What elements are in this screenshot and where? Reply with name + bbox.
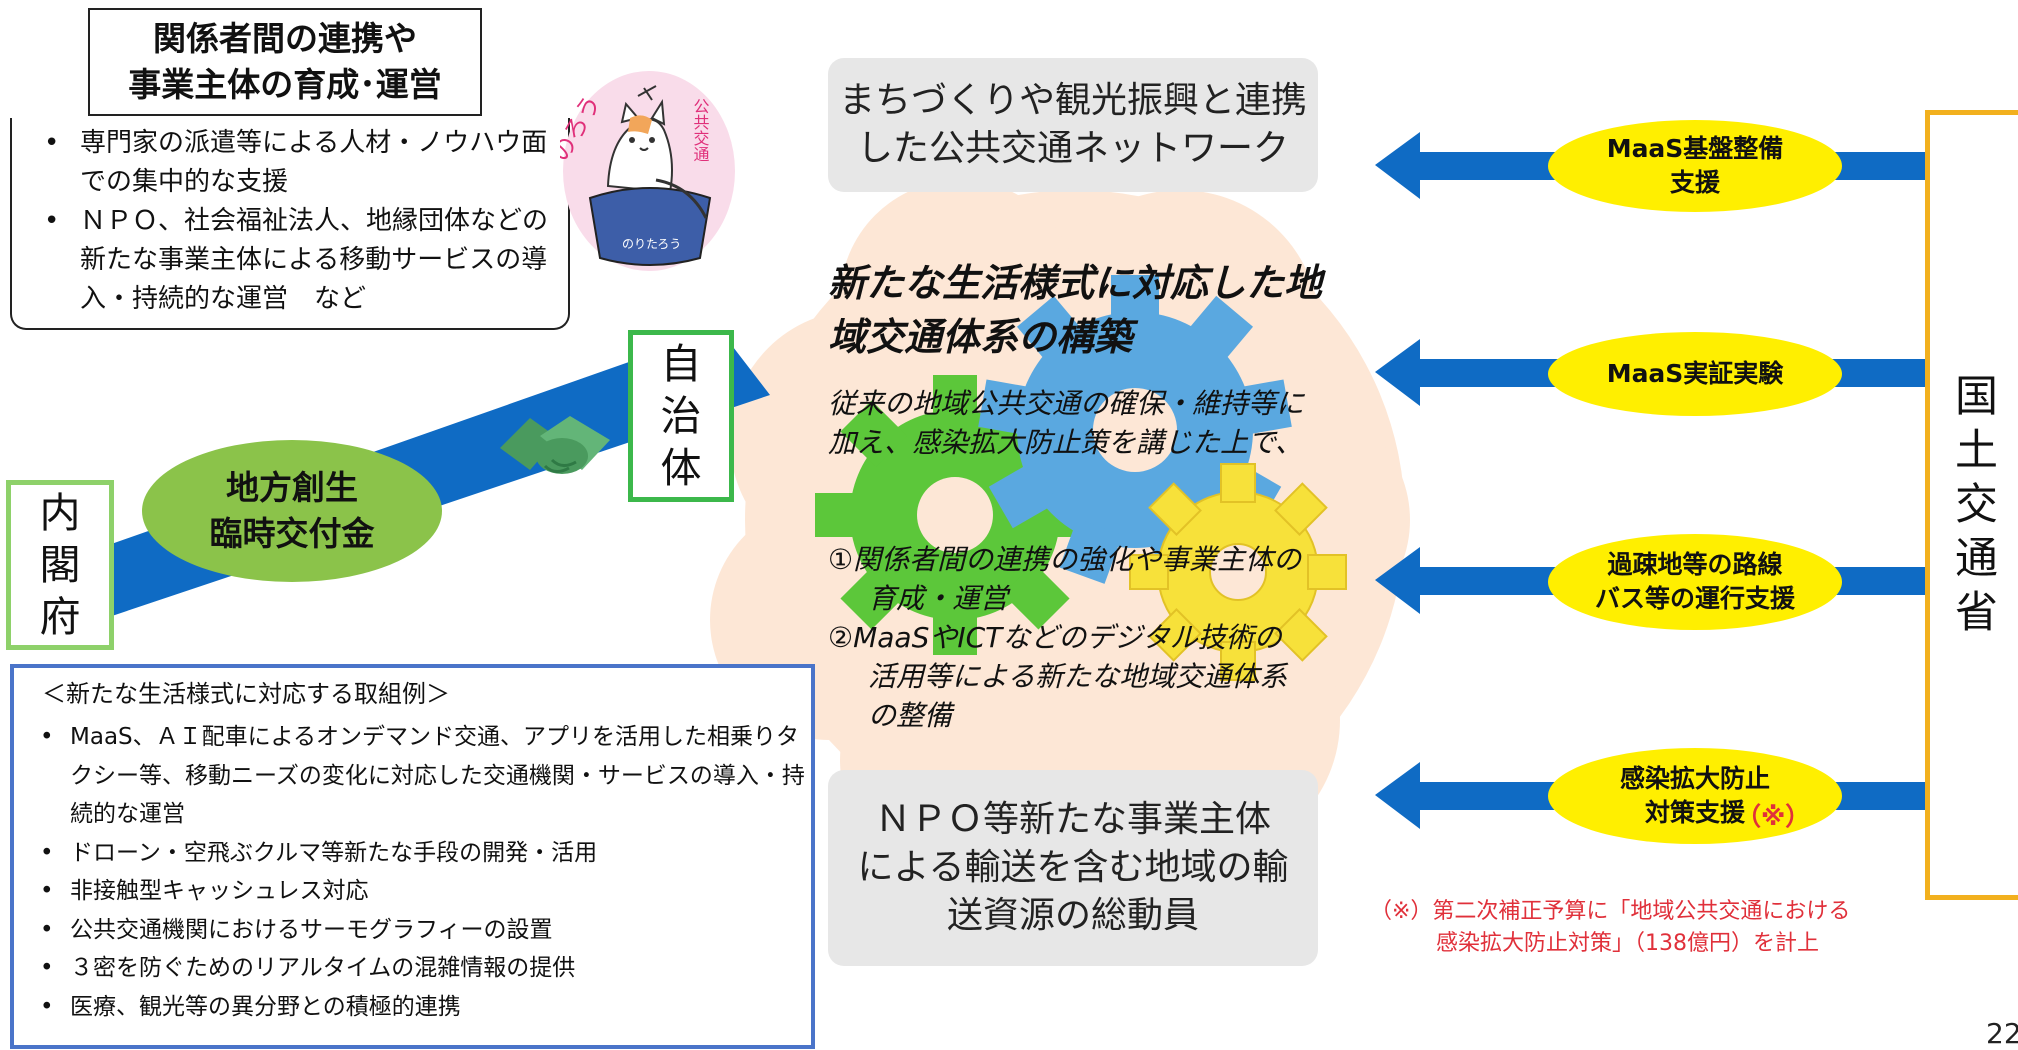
footnote: （※）第二次補正予算に「地域公共交通における 感染拡大防止対策」（138億円）を…: [1370, 899, 1851, 956]
municipality-box: 自 治 体: [628, 330, 734, 502]
cabinet-office-box: 内 閣 府: [6, 480, 114, 650]
example-item: 非接触型キャッシュレス対応: [34, 872, 811, 911]
support-ellipse: MaaS基盤整備 支援: [1548, 120, 1842, 212]
gear-blue-icon: [978, 275, 1292, 584]
support-note-mark: （※）: [1736, 802, 1811, 831]
center-title: 新たな生活様式に対応した地域交通体系の構築: [828, 261, 1323, 359]
example-item: MaaS、ＡＩ配車によるオンデマンド交通、アプリを活用した相乗りタクシー等、移動…: [34, 718, 811, 834]
example-item: ドローン・空飛ぶクルマ等新たな手段の開発・活用: [34, 834, 811, 873]
gear-yellow-icon: [1129, 463, 1347, 681]
center-item: ①関係者間の連携の強化や事業主体の育成・運営: [828, 543, 1302, 615]
ministry-box: 国 土 交 通 省: [1925, 110, 2018, 900]
example-item: 医療、観光等の異分野との積極的連携: [34, 988, 811, 1027]
examples-box: ＜新たな生活様式に対応する取組例＞ MaaS、ＡＩ配車によるオンデマンド交通、ア…: [10, 664, 815, 1049]
role-support-box: 専門家の派遣等による人材・ノウハウ面での集中的な支援 ＮＰＯ、社会福祉法人、地縁…: [10, 118, 570, 330]
example-item: 公共交通機関におけるサーモグラフィーの設置: [34, 911, 811, 950]
grant-ellipse: 地方創生 臨時交付金: [142, 440, 442, 582]
handshake-icon: [500, 416, 610, 474]
examples-heading: ＜新たな生活様式に対応する取組例＞: [42, 680, 450, 708]
support-ellipse: 過疎地等の路線 バス等の運行支援: [1548, 534, 1842, 630]
support-ellipse: MaaS実証実験: [1548, 332, 1842, 416]
goal-public-transport-network: まちづくりや観光振興と連携 した公共交通ネットワーク: [828, 58, 1318, 192]
page-number: 22: [1986, 1017, 2018, 1050]
mascot-cat-illustration: のろう 公共交通 のりたろう: [560, 71, 735, 271]
support-ellipse: 感染拡大防止 対策支援 （※）: [1548, 748, 1842, 844]
mascot-sign: のりたろう: [622, 237, 681, 251]
ministry-label: 国 土 交 通 省: [1930, 115, 2018, 895]
role-support-item: ＮＰＯ、社会福祉法人、地縁団体などの新たな事業主体による移動サービスの導入・持続…: [36, 202, 554, 319]
goal-transport-resources: ＮＰＯ等新たな事業主体 による輸送を含む地域の輸 送資源の総動員: [828, 770, 1318, 966]
mascot-vertical-label: 公共交通: [691, 98, 710, 162]
support-label: 感染拡大防止 対策支援: [1619, 764, 1770, 827]
center-body: 従来の地域公共交通の確保・維持等に加え、感染拡大防止策を講じた上で、: [828, 387, 1305, 459]
role-title-box: 関係者間の連携や 事業主体の育成･運営: [88, 8, 482, 116]
role-support-item: 専門家の派遣等による人材・ノウハウ面での集中的な支援: [36, 124, 554, 202]
gear-green-icon: [815, 375, 1095, 655]
center-item: ②MaaSやICTなどのデジタル技術の活用等による新たな地域交通体系の整備: [828, 621, 1288, 732]
example-item: ３密を防ぐためのリアルタイムの混雑情報の提供: [34, 949, 811, 988]
